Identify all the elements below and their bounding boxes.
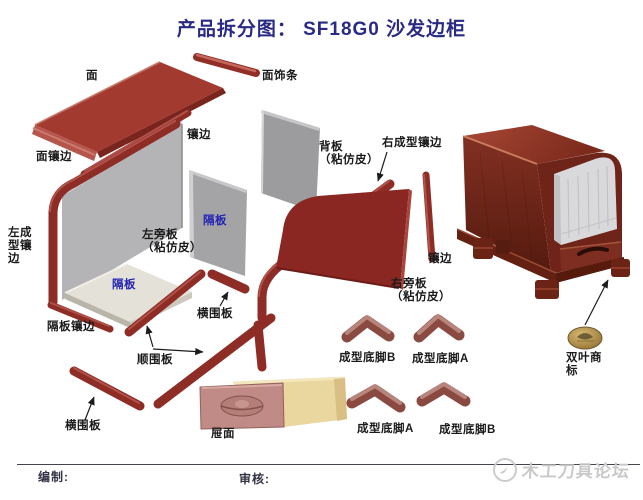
part-label-left-side-panel: 左旁板 （粘仿皮） (142, 229, 202, 254)
part-label-formed-foot-b-lower: 成型底脚B (439, 424, 496, 436)
prepared-by-field: 编制: (38, 470, 69, 484)
part-right-side-panel (276, 189, 412, 290)
watermark: 木工刀具论坛 (493, 457, 631, 482)
annotation-arrows (84, 151, 609, 421)
part-label-top-panel: 面 (86, 70, 98, 82)
part-label-edging-top: 镶边 (187, 129, 211, 141)
part-label-drawer-front: 屉面 (211, 428, 235, 440)
part-label-double-leaf-trademark: 双叶商 标 (566, 352, 602, 377)
part-label-back-panel: 背板 （粘仿皮） (319, 141, 379, 166)
part-trademark-medallion (567, 326, 603, 350)
part-label-edging-right: 镶边 (428, 253, 452, 265)
part-label-divider-edging: 隔板镶边 (47, 321, 95, 333)
part-label-divider-upright: 隔板 (203, 215, 227, 227)
part-frame-rails (69, 269, 276, 411)
part-right-edging-stick (422, 171, 436, 263)
part-label-cross-rail-lower: 横围板 (65, 420, 101, 432)
watermark-text: 木工刀具论坛 (521, 462, 631, 481)
part-label-divider-shelf: 隔板 (112, 279, 136, 291)
assembled-cabinet (456, 125, 630, 299)
watermark-logo-icon (493, 457, 517, 482)
reviewed-by-field: 审核: (239, 472, 270, 486)
part-drawer (199, 376, 347, 430)
part-label-cross-rail-upper: 横围板 (197, 308, 233, 320)
footer-divider (17, 464, 640, 465)
part-formed-feet (341, 314, 471, 413)
part-label-right-formed-edging: 右成型镶边 (382, 137, 442, 149)
part-label-formed-foot-a-upper: 成型底脚A (412, 353, 469, 365)
part-label-right-side-panel: 右旁板 （粘仿皮） (391, 278, 451, 303)
part-top-panel (32, 61, 226, 161)
part-label-formed-foot-b-upper: 成型底脚B (339, 352, 396, 364)
part-label-top-trim-strip: 面饰条 (262, 70, 298, 82)
part-back-panel (261, 110, 320, 212)
part-label-lengthwise-rail: 顺围板 (137, 354, 173, 366)
part-upright-divider (189, 170, 247, 276)
part-label-top-edging: 面镶边 (36, 151, 72, 163)
part-divider-edging-strip (47, 301, 114, 333)
part-left-formed-edging (48, 119, 181, 307)
part-label-left-formed-edging: 左成 型镶 边 (8, 227, 32, 265)
page-title: 产品拆分图： SF18G0 沙发边柜 (176, 19, 467, 40)
part-label-formed-foot-a-lower: 成型底脚A (357, 423, 414, 435)
part-top-trim-strip (193, 53, 260, 77)
